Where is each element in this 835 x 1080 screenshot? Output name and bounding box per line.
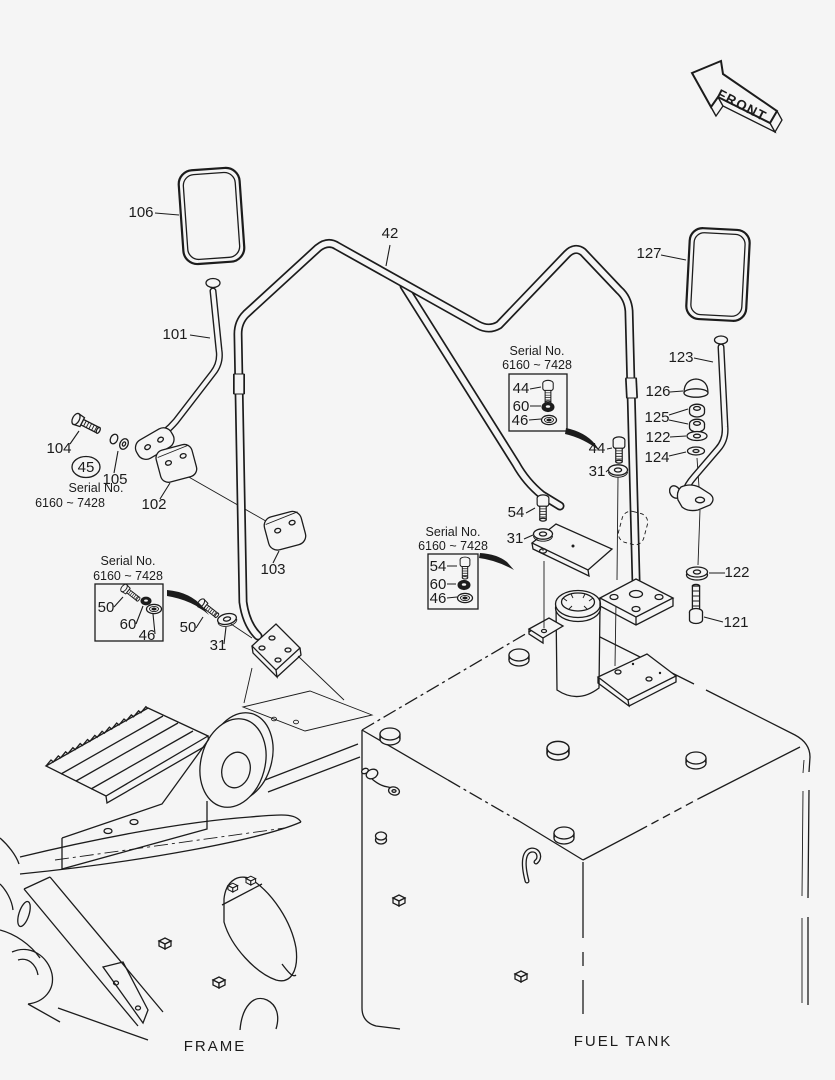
washer-31-right [607, 464, 629, 478]
serial-note-45: 45 Serial No. 6160 ~ 7428 [35, 455, 124, 510]
part-label-102: 102 [141, 496, 166, 513]
serial-range-c: 6160 ~ 7428 [93, 569, 163, 583]
bolt-54 [536, 494, 550, 522]
part-label-122-upper: 122 [645, 429, 670, 446]
nut-125a [688, 403, 706, 418]
part-label-50-box: 50 [98, 599, 115, 616]
serial-box-a: Serial No. 6160 ~ 7428 44 60 46 [502, 344, 600, 451]
bolt-50 [195, 597, 222, 621]
left-mirror-assembly [69, 166, 307, 551]
serial-title-a: Serial No. [510, 344, 565, 358]
front-arrow: FRONT [690, 59, 783, 134]
nut-125b [688, 418, 706, 433]
bolt-121 [688, 583, 704, 625]
part-label-44-outer: 44 [589, 440, 606, 457]
part-label-31-middle: 31 [507, 530, 524, 547]
part-label-101: 101 [162, 326, 187, 343]
serial-title-c: Serial No. [101, 554, 156, 568]
pointer-arrow-c [167, 590, 209, 615]
washer-105a [109, 433, 119, 445]
part-label-46-box-c: 46 [139, 627, 156, 644]
circle-45 [71, 455, 101, 479]
bolt-44 [612, 436, 626, 464]
part-label-124: 124 [644, 449, 669, 466]
part-label-125: 125 [644, 409, 669, 426]
serial-range-b: 6160 ~ 7428 [418, 539, 488, 553]
pointer-arrow-b [479, 553, 514, 570]
part-label-46-box-a: 46 [512, 412, 529, 429]
washer-122-upper [686, 430, 708, 442]
part-label-60-box-a: 60 [513, 398, 530, 415]
post-cap-right [713, 335, 729, 345]
bracket-102 [155, 443, 198, 483]
washer-31-left [215, 611, 239, 629]
bracket-103 [263, 510, 307, 551]
fuel-tank-drawing [361, 589, 811, 1030]
cap-126 [683, 378, 709, 398]
serial-title-b: Serial No. [426, 525, 481, 539]
part-label-54-outer: 54 [508, 504, 525, 521]
part-label-31-right: 31 [589, 463, 606, 480]
part-label-103: 103 [260, 561, 285, 578]
serial-box-b: Serial No. 6160 ~ 7428 54 60 46 [418, 525, 514, 610]
right-mirror [685, 227, 751, 322]
post-cap-left [205, 277, 221, 289]
pointer-arrow-a [565, 428, 600, 451]
washer-122-lower [685, 566, 709, 578]
part-label-50-outer: 50 [180, 619, 197, 636]
part-label-31-left: 31 [210, 637, 227, 654]
washer-105b [119, 438, 129, 450]
part-label-105: 105 [102, 471, 127, 488]
left-mirror [177, 166, 246, 266]
washer-31-middle [532, 528, 554, 542]
bolt-104 [69, 411, 104, 438]
part-label-126: 126 [645, 383, 670, 400]
part-labels: 106 42 101 104 105 102 103 50 31 54 31 4… [46, 204, 749, 654]
handrail-tube [233, 238, 675, 679]
part-label-104: 104 [46, 440, 71, 457]
frame-caption: FRAME [184, 1038, 247, 1055]
serial-title-left: Serial No. [69, 481, 124, 495]
frame-drawing [0, 705, 361, 1041]
part-label-122-lower: 122 [724, 564, 749, 581]
serial-box-c: Serial No. 6160 ~ 7428 50 60 46 [93, 554, 209, 644]
leader-lines [69, 212, 725, 645]
fuel-tank-caption: FUEL TANK [574, 1033, 673, 1050]
part-label-127: 127 [636, 245, 661, 262]
part-label-46-box-b: 46 [430, 590, 447, 607]
part-label-123: 123 [668, 349, 693, 366]
part-label-54-box: 54 [430, 558, 447, 575]
washer-124 [686, 446, 706, 456]
part-label-60-box-c: 60 [120, 616, 137, 633]
right-mirror-assembly [668, 227, 751, 625]
serial-range-a: 6160 ~ 7428 [502, 358, 572, 372]
part-label-44-box: 44 [513, 380, 530, 397]
arm-bracket-right [668, 484, 714, 512]
part-label-121: 121 [723, 614, 748, 631]
part-label-45: 45 [78, 459, 95, 476]
part-label-106: 106 [128, 204, 153, 221]
serial-range-left: 6160 ~ 7428 [35, 496, 105, 510]
part-label-42: 42 [382, 225, 399, 242]
part-label-60-box-b: 60 [430, 576, 447, 593]
